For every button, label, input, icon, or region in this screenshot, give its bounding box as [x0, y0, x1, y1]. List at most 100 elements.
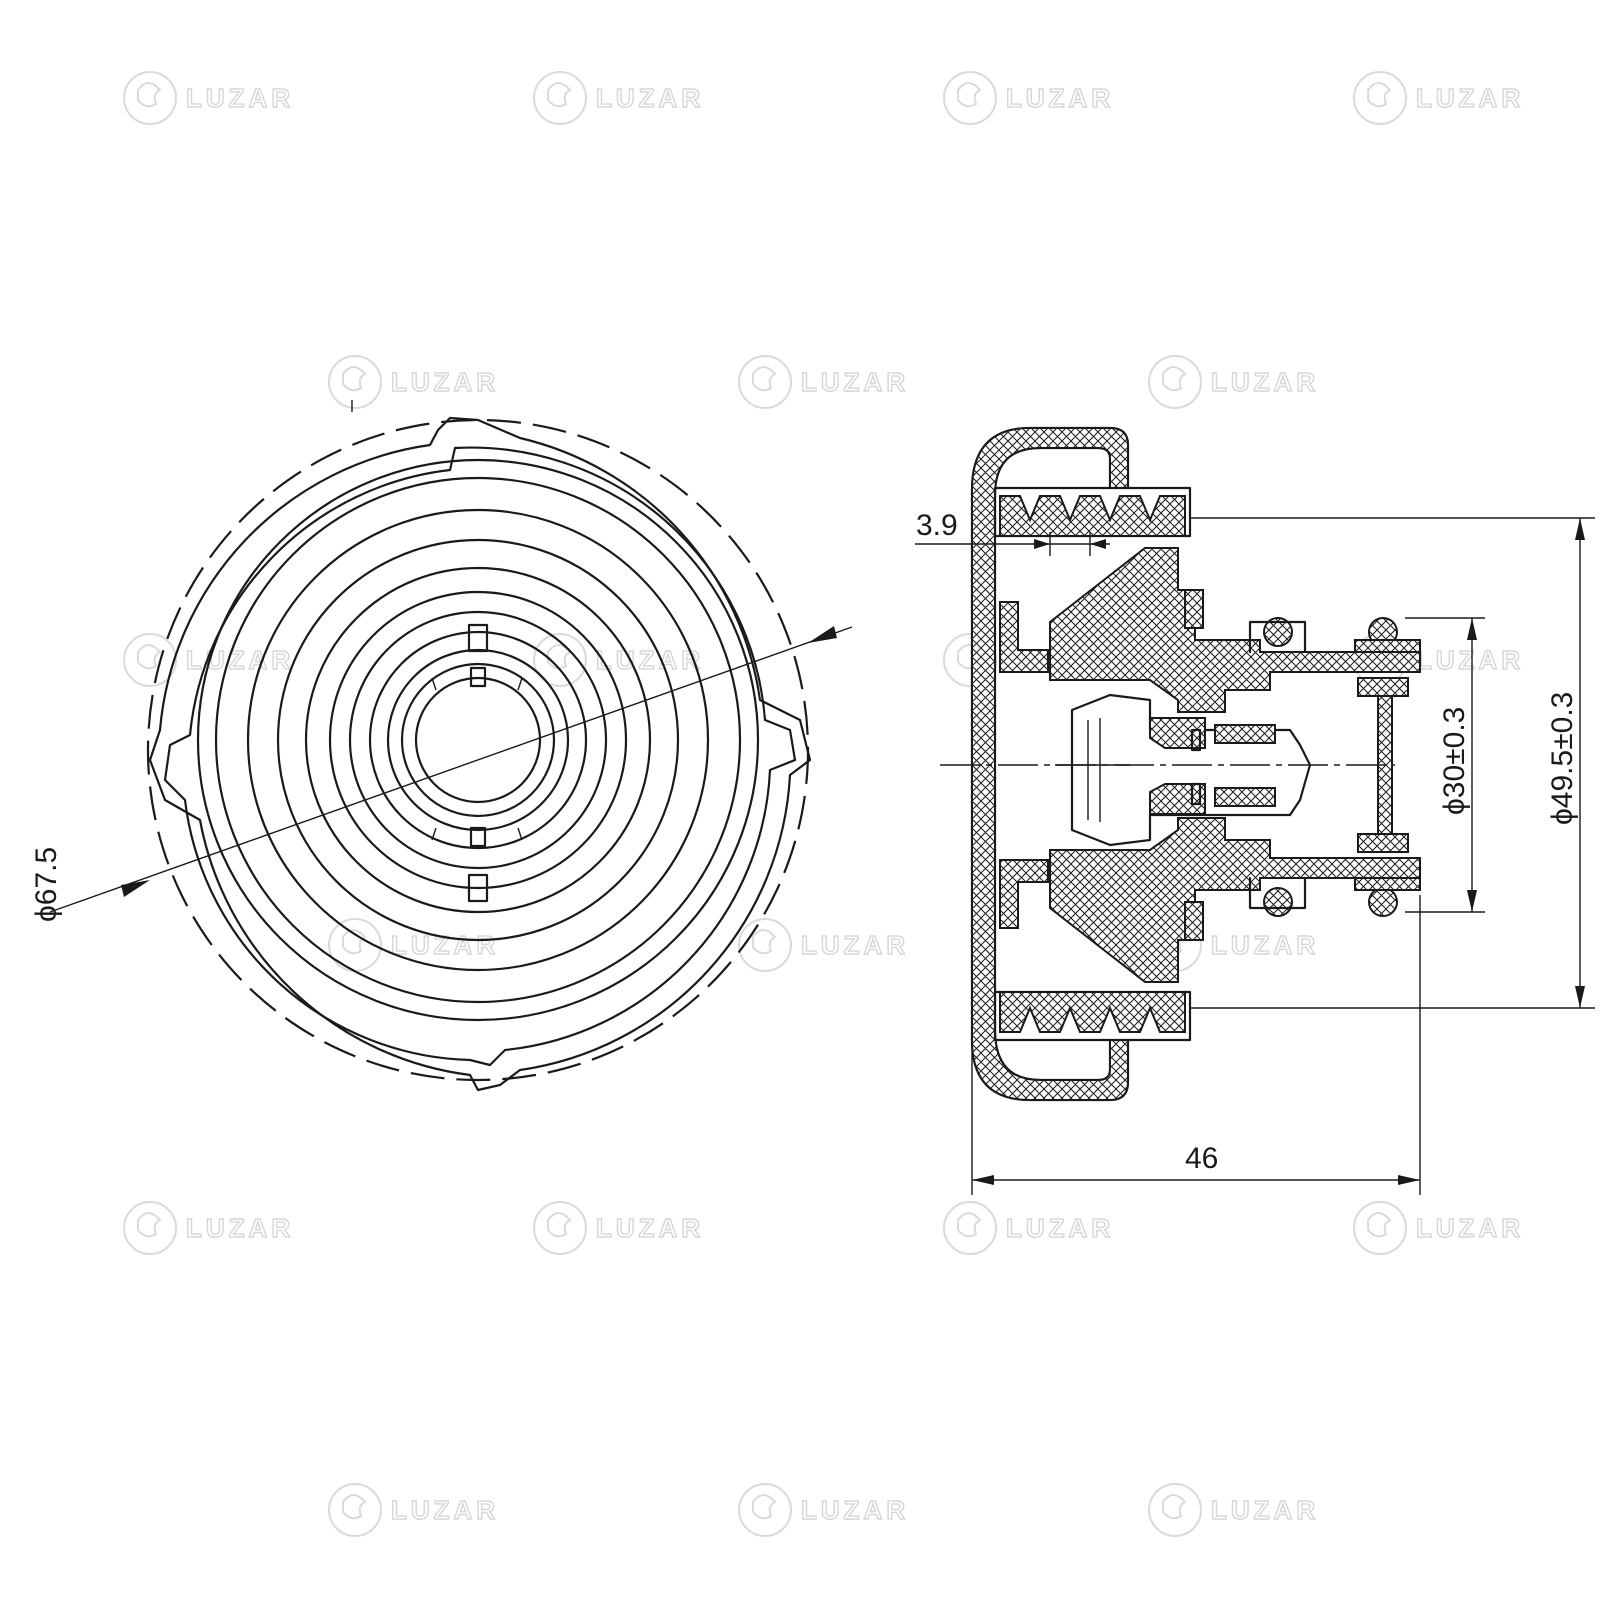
svg-text:LUZAR: LUZAR — [1416, 1213, 1524, 1243]
valve-body-upper — [1049, 547, 1421, 713]
arrowhead — [1398, 1175, 1420, 1185]
ring-5 — [304, 566, 652, 914]
dim-thread-diameter: ϕ49.5±0.3 — [1190, 517, 1595, 1009]
arrowhead — [121, 880, 150, 897]
inner-poppet-inner — [1087, 718, 1101, 822]
poppet-core-bottom — [1149, 783, 1206, 815]
arrowhead — [1034, 539, 1050, 549]
thread-pitch-label: 3.9 — [916, 509, 958, 542]
watermark-logo: LUZAR — [1353, 71, 1524, 125]
valve-body-lower — [1049, 817, 1421, 983]
watermark-logo: LUZAR — [533, 633, 704, 687]
tab-tick — [431, 827, 437, 841]
poppet-slot — [1190, 782, 1202, 806]
center-bore — [414, 676, 542, 804]
dim-thread-pitch: 3.9 — [915, 509, 1110, 556]
watermark-logo: LUZAR — [1148, 1483, 1319, 1537]
ring-3 — [246, 508, 710, 972]
cone-line-top — [1049, 547, 1146, 623]
cone-line-bottom — [1049, 907, 1146, 983]
ring-8 — [368, 630, 588, 850]
poppet-spring-top — [1214, 724, 1276, 744]
inner-shell — [993, 446, 1112, 1082]
arrowhead — [1575, 518, 1585, 540]
o-ring-bottom-left — [1263, 887, 1293, 917]
svg-text:LUZAR: LUZAR — [186, 645, 294, 675]
poppet-spring-bottom — [1214, 787, 1276, 807]
arrowhead — [1467, 890, 1477, 912]
watermark-logo: LUZAR — [1148, 355, 1319, 409]
arrowhead — [1575, 986, 1585, 1008]
svg-text:LUZAR: LUZAR — [596, 645, 704, 675]
svg-text:LUZAR: LUZAR — [1006, 83, 1114, 113]
ring-2 — [214, 476, 742, 1004]
svg-text:LUZAR: LUZAR — [801, 930, 909, 960]
svg-text:LUZAR: LUZAR — [1211, 367, 1319, 397]
ring-10 — [400, 662, 556, 818]
valve-plate-top — [1354, 639, 1421, 653]
arrowhead — [1467, 618, 1477, 640]
o-ring-top-left — [1263, 617, 1293, 647]
tab-tick — [517, 827, 523, 841]
o-ring-seat — [1248, 876, 1307, 910]
dim-seal-diameter: ϕ30±0.3 — [1405, 617, 1485, 913]
svg-text:LUZAR: LUZAR — [801, 1495, 909, 1525]
watermark-logo: LUZAR — [738, 1483, 909, 1537]
valve-plate-bottom — [1354, 877, 1421, 891]
ring-4 — [276, 538, 680, 942]
watermark-layer: LUZAR LUZAR LUZAR LUZAR LUZAR LUZAR LUZA… — [123, 71, 1524, 1537]
tab-tick — [431, 677, 437, 691]
watermark-logo: LUZAR — [328, 918, 499, 972]
watermark-logo: LUZAR — [738, 355, 906, 409]
seal-diameter-label: ϕ30±0.3 — [1438, 707, 1471, 815]
watermark-logo: LUZAR — [1353, 1201, 1524, 1255]
dim-outer-diameter: ϕ67.5 — [30, 626, 853, 922]
tab-inner-bottom — [469, 826, 487, 848]
watermark-logo: LUZAR — [943, 1201, 1111, 1255]
ring-7 — [348, 610, 608, 870]
arrowhead — [972, 1175, 994, 1185]
svg-text:LUZAR: LUZAR — [596, 83, 704, 113]
left-flange-top — [999, 601, 1049, 673]
svg-text:LUZAR: LUZAR — [1416, 645, 1524, 675]
svg-text:LUZAR: LUZAR — [596, 1213, 704, 1243]
watermark-logo: LUZAR — [328, 1483, 499, 1537]
ring-6 — [328, 590, 628, 890]
watermark-logo: LUZAR — [738, 918, 909, 972]
svg-text:LUZAR: LUZAR — [391, 367, 499, 397]
arrowhead — [1090, 539, 1106, 549]
ring-1 — [196, 458, 760, 1022]
shoulder-block — [1184, 901, 1204, 941]
svg-text:LUZAR: LUZAR — [391, 930, 499, 960]
poppet-slot — [1190, 728, 1202, 752]
cap-top-view — [146, 400, 812, 1092]
tab-inner-top — [469, 666, 487, 688]
svg-text:LUZAR: LUZAR — [391, 1495, 499, 1525]
o-ring-bottom-right — [1368, 887, 1398, 917]
svg-text:LUZAR: LUZAR — [1211, 930, 1319, 960]
watermark-logo: LUZAR — [1353, 633, 1524, 687]
svg-text:LUZAR: LUZAR — [1211, 1495, 1319, 1525]
tab-tick — [517, 677, 523, 691]
inner-poppet-outline — [1070, 693, 1312, 847]
outer-diameter-label: ϕ67.5 — [30, 847, 63, 922]
valve-rod-right-bottom — [1357, 833, 1409, 853]
left-flange-bottom — [999, 859, 1049, 929]
svg-text:LUZAR: LUZAR — [1416, 83, 1524, 113]
arrowhead — [808, 626, 837, 643]
poppet-core-top — [1149, 717, 1206, 749]
watermark-logo: LUZAR — [943, 71, 1114, 125]
diameter-leader-line — [49, 626, 853, 913]
watermark-logo: LUZAR — [533, 1201, 704, 1255]
tab-top — [467, 623, 489, 653]
dim-overall-height: 46 — [971, 895, 1421, 1195]
shoulder-block — [1184, 589, 1204, 629]
svg-text:LUZAR: LUZAR — [186, 1213, 294, 1243]
watermark-logo: LUZAR — [123, 1201, 294, 1255]
thread-teeth-bottom — [999, 991, 1186, 1033]
valve-rod-right-top — [1357, 677, 1409, 697]
overall-height-label: 46 — [1185, 1142, 1218, 1175]
watermark-logo: LUZAR — [1148, 918, 1319, 972]
o-ring-seat — [1248, 620, 1307, 654]
